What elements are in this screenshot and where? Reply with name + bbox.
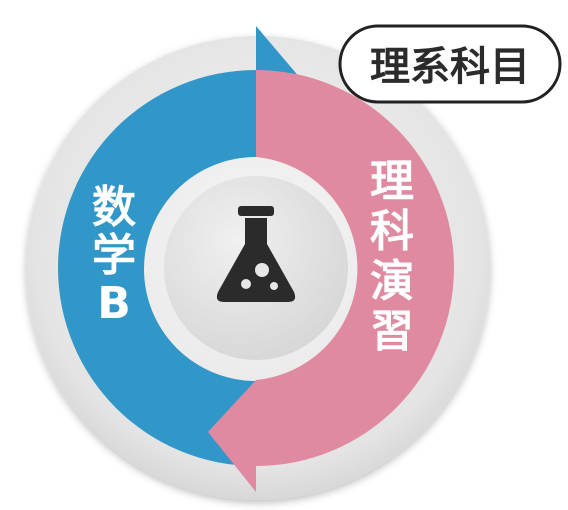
right-char-2: 演: [370, 256, 414, 307]
left-char-0: 数: [92, 182, 136, 233]
right-char-0: 理: [370, 156, 414, 207]
category-badge: 理系科目: [338, 24, 562, 104]
right-arrow-segment: [208, 70, 454, 492]
badge-label: 理系科目: [370, 44, 530, 90]
left-char-1: 学: [92, 230, 136, 281]
left-char-2: B: [97, 278, 131, 329]
right-segment-label: 理 科 演 習: [370, 156, 414, 357]
right-char-1: 科: [370, 206, 414, 257]
flask-icon: [216, 206, 296, 302]
left-arrow-segment: [58, 26, 312, 466]
right-char-3: 習: [370, 306, 414, 357]
left-segment-label: 数 学 B: [92, 182, 136, 329]
